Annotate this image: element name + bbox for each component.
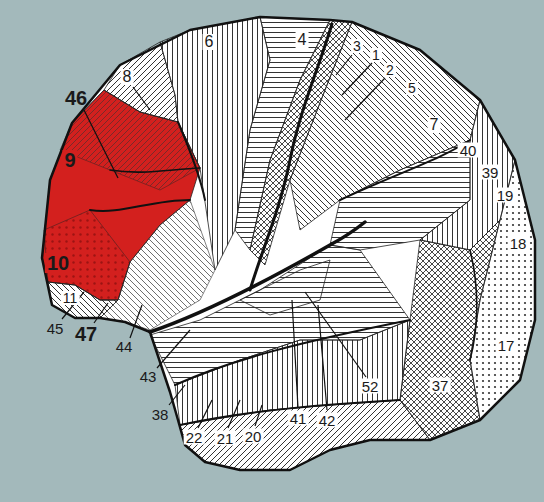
leader-line (169, 385, 185, 405)
area-number-anchor: 6 (203, 34, 216, 50)
central-sulcus (250, 24, 332, 290)
area-number: 17 (496, 338, 517, 353)
area-number: 46 (63, 88, 89, 108)
area-number: 37 (430, 378, 451, 393)
leader-line (292, 300, 298, 408)
area-region (100, 200, 215, 330)
area-number-anchor: 39 (480, 165, 501, 180)
leader-lines (62, 55, 385, 428)
area-number: 4 (296, 32, 309, 48)
area-number: 9 (62, 150, 77, 170)
area-number-anchor: 38 (150, 407, 171, 422)
area-number-anchor: 21 (215, 431, 236, 446)
leader-line (133, 87, 150, 110)
area-number-anchor: 1 (370, 48, 382, 62)
area-number: 21 (215, 431, 236, 446)
brain-outline (42, 17, 535, 470)
area-region (400, 220, 500, 440)
area-number-anchor: 10 (45, 253, 71, 273)
area-number: 44 (114, 339, 135, 354)
area-number: 5 (406, 81, 418, 95)
area-number-anchor: 44 (114, 339, 135, 354)
area-number-anchor: 46 (63, 88, 89, 108)
leader-line (157, 330, 190, 368)
area-number: 38 (150, 407, 171, 422)
area-number-anchor: 11 (61, 291, 80, 305)
sulcus (340, 140, 470, 200)
area-number-anchor: 17 (496, 338, 517, 353)
area-number: 43 (138, 369, 159, 384)
area-number: 7 (428, 117, 441, 133)
area-number: 39 (480, 165, 501, 180)
area-number-anchor: 8 (121, 69, 134, 85)
sulcus (470, 250, 477, 360)
area-number: 10 (45, 253, 71, 273)
leader-line (228, 400, 240, 428)
cortical-areas (42, 17, 535, 470)
area-number: 20 (243, 429, 264, 444)
area-number: 47 (73, 324, 99, 344)
area-number: 40 (458, 143, 479, 158)
area-number: 22 (184, 430, 205, 445)
sulcus (110, 168, 200, 172)
brain-ground (42, 17, 535, 470)
leader-line (84, 110, 118, 178)
area-number: 3 (351, 39, 363, 53)
area-number-anchor: 47 (73, 324, 99, 344)
area-number-anchor: 45 (45, 321, 66, 336)
area-number: 42 (317, 413, 338, 428)
sulcus (90, 200, 190, 211)
area-number: 11 (61, 291, 80, 305)
leader-line (336, 55, 352, 75)
sulcus (175, 320, 410, 385)
leader-line (255, 405, 262, 426)
leader-line (94, 303, 108, 323)
area-number: 52 (360, 379, 381, 394)
area-number: 18 (508, 236, 529, 251)
area-number: 2 (384, 63, 396, 77)
area-number-anchor: 37 (430, 378, 451, 393)
area-number: 41 (288, 411, 309, 426)
area-number-anchor: 2 (384, 63, 396, 77)
area-number-anchor: 42 (317, 413, 338, 428)
leader-line (305, 292, 366, 377)
area-number-anchor: 7 (428, 117, 441, 133)
area-number-anchor: 52 (360, 379, 381, 394)
leader-line (130, 305, 142, 338)
area-number: 8 (121, 69, 134, 85)
area-number: 45 (45, 321, 66, 336)
lateral-fissure (150, 222, 365, 332)
area-number-anchor: 40 (458, 143, 479, 158)
area-number-anchor: 22 (184, 430, 205, 445)
area-region (180, 400, 430, 470)
area-number-anchor: 19 (495, 188, 516, 203)
area-number-anchor: 9 (62, 150, 77, 170)
area-number-anchor: 5 (406, 81, 418, 95)
leader-line (345, 78, 385, 120)
area-number-anchor: 20 (243, 429, 264, 444)
area-number-anchor: 4 (296, 32, 309, 48)
sulci (90, 24, 477, 425)
area-number: 1 (370, 48, 382, 62)
area-number: 6 (203, 34, 216, 50)
area-number-anchor: 18 (508, 236, 529, 251)
area-number-anchor: 41 (288, 411, 309, 426)
area-number: 19 (495, 188, 516, 203)
area-number-anchor: 43 (138, 369, 159, 384)
area-number-anchor: 3 (351, 39, 363, 53)
sulcus (178, 122, 205, 200)
sulcus (180, 400, 400, 425)
leader-line (198, 400, 212, 428)
leader-line (342, 63, 372, 95)
